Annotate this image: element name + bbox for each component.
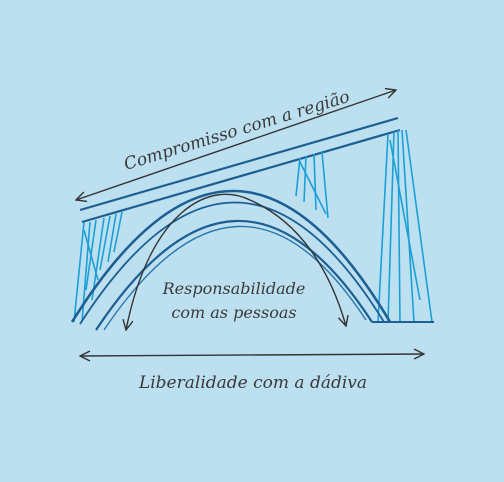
bottom-double-arrow (80, 354, 424, 356)
bridge-right-pier (377, 129, 433, 323)
label-responsabilidade-line1: Responsabilidade (162, 279, 306, 298)
arch-curved-arrow (126, 193, 346, 330)
bridge-illustration (70, 116, 434, 331)
top-double-arrow (76, 90, 396, 200)
label-responsabilidade-line2: com as pessoas (171, 303, 296, 322)
arrows (76, 90, 424, 356)
bridge-arch (70, 189, 392, 331)
bridge-left-pier (73, 211, 123, 323)
bridge-middle-pier (295, 151, 329, 219)
label-liberalidade: Liberalidade com a dádiva (138, 373, 367, 393)
label-compromisso: Compromisso com a região (122, 87, 353, 175)
